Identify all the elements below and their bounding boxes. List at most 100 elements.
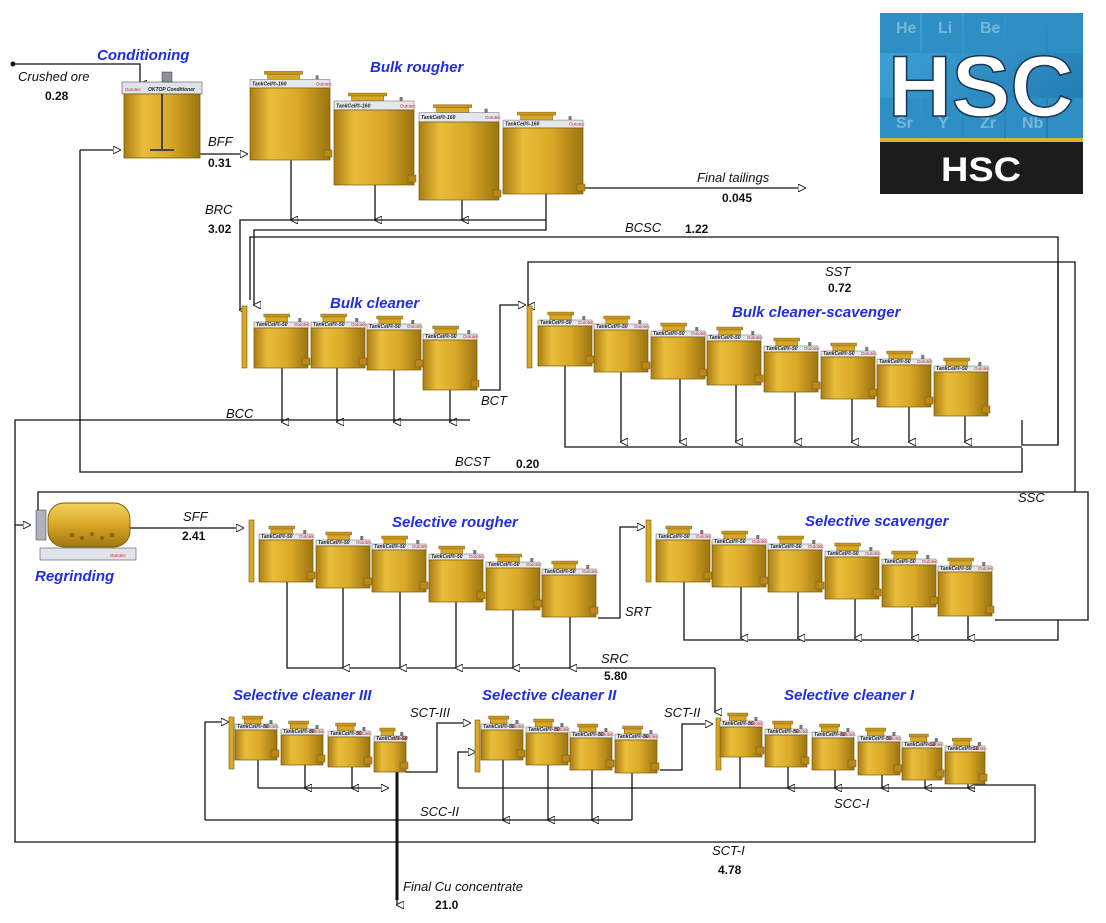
cell-model-label: TankCell®-50 (369, 323, 401, 330)
cell-model-label: TankCell®-50 (936, 365, 968, 372)
stream-value-brc: 3.02 (208, 222, 232, 236)
stream-label-scc2: SCC-II (420, 804, 459, 819)
cell-model-label: TankCell®-50 (283, 728, 315, 735)
cell-model-label: TankCell®-50 (488, 561, 520, 568)
cell-model-label: TankCell®-50 (617, 733, 649, 740)
selective-scavenger-cell-3: TankCell®-50 Outotec (767, 535, 825, 593)
cell-brand-label: Outotec (804, 346, 821, 351)
cell-model-label: TankCell®-50 (572, 731, 604, 738)
cell-model-label: TankCell®-50 (256, 321, 288, 328)
cell-model-label: TankCell®-50 (313, 321, 345, 328)
title-selective-cleaner-2: Selective cleaner II (482, 687, 617, 704)
selective-scavenger-feedbox (645, 519, 652, 583)
stream-value-bcsc: 1.22 (685, 222, 709, 236)
stream-value-src: 5.80 (604, 669, 628, 683)
cell-model-label: TankCell®-160 (336, 102, 371, 109)
cell-brand-label: Outotec (747, 335, 764, 340)
selective-scavenger-cell-2: TankCell®-50 Outotec (711, 530, 769, 588)
cell-brand-label: Outotec (407, 324, 424, 329)
cell-model-label: TankCell®-50 (596, 323, 628, 330)
cell-brand-label: Outotec (485, 115, 502, 120)
cell-brand-label: Outotec (598, 732, 615, 737)
svg-text:Sr: Sr (896, 115, 913, 132)
stream-label-crushed-ore: Crushed ore (18, 69, 90, 84)
cell-brand-label: Outotec (463, 334, 480, 339)
stream-label-srt: SRT (625, 604, 652, 619)
cell-model-label: TankCell®-50 (261, 533, 293, 540)
title-selective-cleaner-3: Selective cleaner III (233, 687, 372, 704)
cell-model-label: TankCell®-50 (425, 333, 457, 340)
stream-value-sct1: 4.78 (718, 863, 742, 877)
bulk-rougher-cell-2: TankCell®-160 Outotec (333, 92, 417, 186)
title-bulk-cleaner: Bulk cleaner (330, 295, 420, 312)
stream-label-scc1: SCC-I (834, 796, 870, 811)
cell-model-label: TankCell®-50 (860, 735, 892, 742)
cell-brand-label: Outotec (400, 103, 417, 108)
bulk-cleaner-feedbox (241, 305, 248, 369)
cell-brand-label: Outotec (752, 539, 769, 544)
unit-titles: Conditioning Bulk rougher Bulk cleaner B… (35, 47, 950, 704)
cell-brand-label: Outotec (582, 569, 599, 574)
title-bulk-cleaner-scavenger: Bulk cleaner-scavenger (732, 304, 902, 321)
cell-brand-label: Outotec (351, 322, 368, 327)
stream-value-bcst: 0.20 (516, 457, 540, 471)
stream-label-sst: SST (825, 264, 851, 279)
cell-brand-label: Outotec (412, 544, 429, 549)
svg-text:Y: Y (938, 115, 949, 132)
cell-model-label: TankCell®-50 (528, 726, 560, 733)
cell-brand-label: Outotec (578, 320, 595, 325)
cell-brand-label: Outotec (691, 331, 708, 336)
cell-brand-label: Outotec (392, 736, 409, 741)
logo-main-text: HSC (888, 39, 1074, 135)
selective-rougher-cell-6: TankCell®-50 Outotec (541, 560, 599, 618)
stream-value-final-tailings: 0.045 (722, 191, 752, 205)
cell-brand-label: Outotec (971, 746, 988, 751)
cell-brand-label: Outotec (569, 122, 586, 127)
conditioner-brand-label: Outotec (125, 87, 142, 92)
svg-text:Be: Be (980, 20, 1001, 37)
cell-model-label: TankCell®-50 (940, 565, 972, 572)
cell-brand-label: Outotec (840, 732, 857, 737)
cell-brand-label: Outotec (526, 562, 543, 567)
stream-lines (10, 61, 1089, 906)
stream-label-bcsc: BCSC (625, 220, 662, 235)
cell-model-label: TankCell®-50 (714, 538, 746, 545)
stream-label-sct1: SCT-I (712, 843, 745, 858)
stream-value-bff: 0.31 (208, 156, 232, 170)
cell-model-label: TankCell®-50 (544, 568, 576, 575)
stream-label-bcc: BCC (226, 406, 254, 421)
cell-model-label: TankCell®-50 (827, 550, 859, 557)
cell-model-label: TankCell®-50 (879, 358, 911, 365)
bulk-cleaner-scavenger-feedbox (526, 305, 533, 369)
cell-brand-label: Outotec (469, 554, 486, 559)
cell-model-label: TankCell®-50 (709, 334, 741, 341)
cell-model-label: TankCell®-50 (770, 543, 802, 550)
title-regrinding: Regrinding (35, 568, 114, 585)
stream-label-final-cu: Final Cu concentrate (403, 879, 523, 894)
stream-labels: Crushed ore 0.28 BFF 0.31 Final tailings… (18, 69, 1045, 912)
cell-brand-label: Outotec (974, 366, 991, 371)
selective-cleaner-2-feedbox (474, 719, 481, 773)
cell-brand-label: Outotec (808, 544, 825, 549)
conditioner-name-label: OKTOP Conditioner (148, 87, 196, 93)
cell-brand-label: Outotec (554, 727, 571, 732)
